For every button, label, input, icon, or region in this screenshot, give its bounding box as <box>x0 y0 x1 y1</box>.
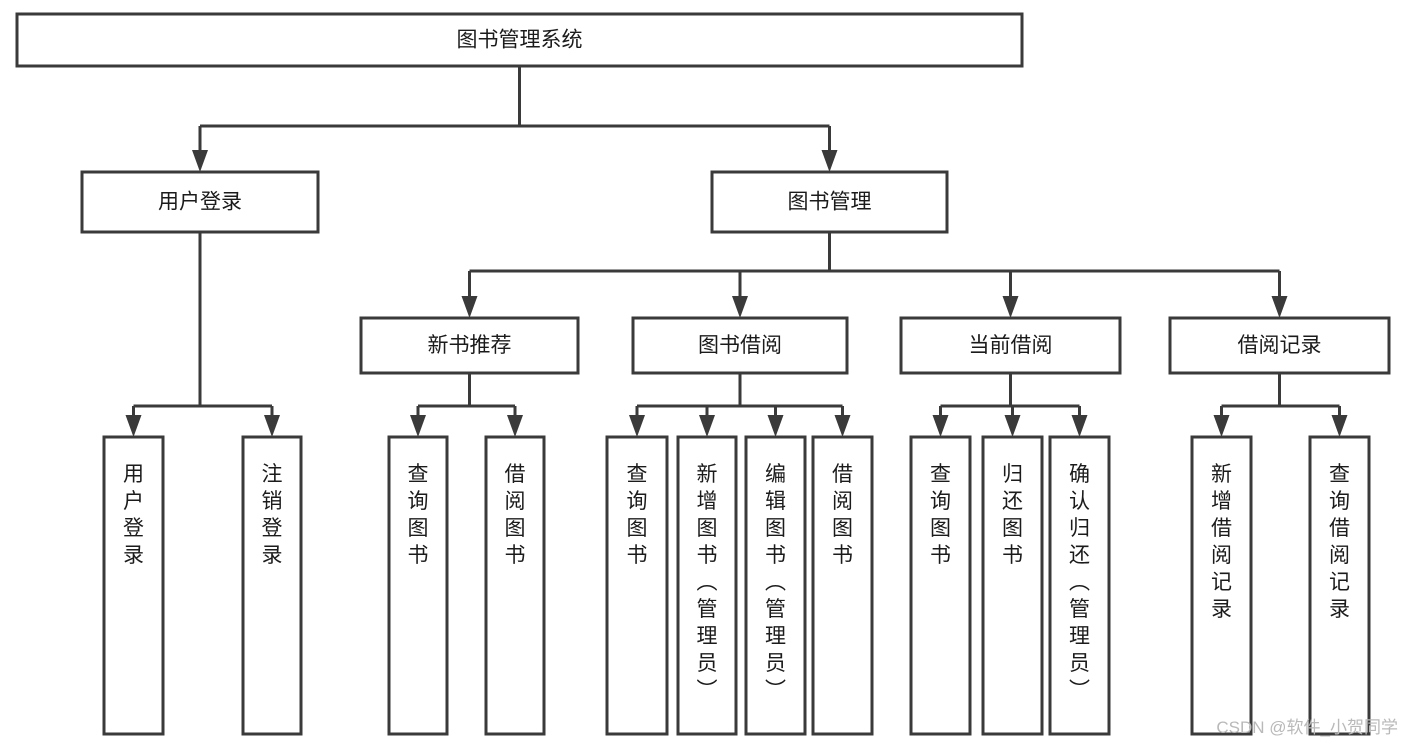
node-label-leaf-add-book: 新增图书︵管理员︶ <box>697 463 718 702</box>
node-box-leaf-borrow-book-1 <box>484 435 546 736</box>
node-label-leaf-add-record: 新增借阅记录 <box>1211 463 1232 621</box>
node-leaf-borrow-book-2[interactable]: 借阅图书 <box>811 435 874 736</box>
arrow-head-icon <box>1213 415 1230 437</box>
node-leaf-query-book-1[interactable]: 查询图书 <box>387 435 449 736</box>
arrow-head-icon <box>410 415 426 437</box>
node-label-leaf-confirm-return: 确认归还︵管理员︶ <box>1069 463 1090 702</box>
node-box-leaf-query-record <box>1308 435 1371 736</box>
node-leaf-add-book[interactable]: 新增图书︵管理员︶ <box>676 435 738 736</box>
node-box-user-login <box>80 170 320 234</box>
nodes-layer: 图书管理系统用户登录图书管理新书推荐图书借阅当前借阅借阅记录用户登录注销登录查询… <box>15 12 1391 736</box>
node-book-manage[interactable]: 图书管理 <box>710 170 949 234</box>
arrow-head-icon <box>192 150 208 172</box>
arrow-head-icon <box>125 415 142 437</box>
node-label-leaf-query-book-2: 查询图书 <box>627 463 648 567</box>
node-label-user-login: 用户登录 <box>158 191 242 214</box>
node-box-leaf-return-book <box>981 435 1044 736</box>
node-label-book-manage: 图书管理 <box>788 191 872 214</box>
node-label-current-borrow: 当前借阅 <box>969 334 1053 357</box>
node-box-leaf-query-book-3 <box>909 435 972 736</box>
node-leaf-query-book-3[interactable]: 查询图书 <box>909 435 972 736</box>
node-leaf-add-record[interactable]: 新增借阅记录 <box>1190 435 1253 736</box>
arrow-head-icon <box>821 150 838 172</box>
node-label-new-book-rec: 新书推荐 <box>428 334 512 357</box>
node-current-borrow[interactable]: 当前借阅 <box>899 316 1122 375</box>
node-label-leaf-user-login: 用户登录 <box>123 463 144 567</box>
arrow-head-icon <box>507 415 523 437</box>
node-borrow-record[interactable]: 借阅记录 <box>1168 316 1391 375</box>
node-new-book-rec[interactable]: 新书推荐 <box>359 316 580 375</box>
node-leaf-edit-book[interactable]: 编辑图书︵管理员︶ <box>744 435 807 736</box>
arrow-head-icon <box>699 415 715 437</box>
node-leaf-confirm-return[interactable]: 确认归还︵管理员︶ <box>1048 435 1111 736</box>
node-leaf-borrow-book-1[interactable]: 借阅图书 <box>484 435 546 736</box>
node-root[interactable]: 图书管理系统 <box>15 12 1024 68</box>
node-label-borrow-record: 借阅记录 <box>1238 334 1322 357</box>
arrow-head-icon <box>1071 415 1088 437</box>
arrow-head-icon <box>767 415 784 437</box>
node-box-leaf-add-book <box>676 435 738 736</box>
node-box-borrow-record <box>1168 316 1391 375</box>
node-box-leaf-query-book-1 <box>387 435 449 736</box>
connectors-layer <box>125 66 1348 437</box>
node-leaf-return-book[interactable]: 归还图书 <box>981 435 1044 736</box>
node-box-leaf-borrow-book-2 <box>811 435 874 736</box>
node-label-leaf-borrow-book-2: 借阅图书 <box>832 463 853 567</box>
arrow-head-icon <box>732 296 748 318</box>
arrow-head-icon <box>932 415 949 437</box>
node-user-login[interactable]: 用户登录 <box>80 170 320 234</box>
node-label-leaf-logout: 注销登录 <box>262 463 283 567</box>
arrow-head-icon <box>264 415 280 437</box>
arrow-head-icon <box>461 296 478 318</box>
node-label-leaf-query-record: 查询借阅记录 <box>1329 463 1350 621</box>
node-box-leaf-edit-book <box>744 435 807 736</box>
node-box-leaf-query-book-2 <box>605 435 669 736</box>
node-label-root: 图书管理系统 <box>457 29 583 52</box>
node-box-leaf-user-login <box>102 435 165 736</box>
node-box-leaf-add-record <box>1190 435 1253 736</box>
node-box-book-borrow <box>631 316 849 375</box>
arrow-head-icon <box>1271 296 1288 318</box>
arrow-head-icon <box>629 415 645 437</box>
node-box-leaf-confirm-return <box>1048 435 1111 736</box>
arrow-head-icon <box>834 415 851 437</box>
node-box-current-borrow <box>899 316 1122 375</box>
node-leaf-logout[interactable]: 注销登录 <box>241 435 303 736</box>
csdn-watermark: CSDN @软件_小贺同学 <box>1216 718 1398 737</box>
node-label-leaf-edit-book: 编辑图书︵管理员︶ <box>765 463 786 702</box>
node-leaf-query-book-2[interactable]: 查询图书 <box>605 435 669 736</box>
node-box-new-book-rec <box>359 316 580 375</box>
node-box-root <box>15 12 1024 68</box>
arrow-head-icon <box>1331 415 1348 437</box>
node-label-book-borrow: 图书借阅 <box>698 334 782 357</box>
node-book-borrow[interactable]: 图书借阅 <box>631 316 849 375</box>
node-label-leaf-borrow-book-1: 借阅图书 <box>505 463 526 567</box>
node-box-leaf-logout <box>241 435 303 736</box>
node-label-leaf-return-book: 归还图书 <box>1002 463 1023 567</box>
node-label-leaf-query-book-3: 查询图书 <box>930 463 951 567</box>
node-leaf-user-login[interactable]: 用户登录 <box>102 435 165 736</box>
arrow-head-icon <box>1002 296 1019 318</box>
node-leaf-query-record[interactable]: 查询借阅记录 <box>1308 435 1371 736</box>
node-box-book-manage <box>710 170 949 234</box>
node-label-leaf-query-book-1: 查询图书 <box>408 463 429 567</box>
arrow-head-icon <box>1004 415 1021 437</box>
